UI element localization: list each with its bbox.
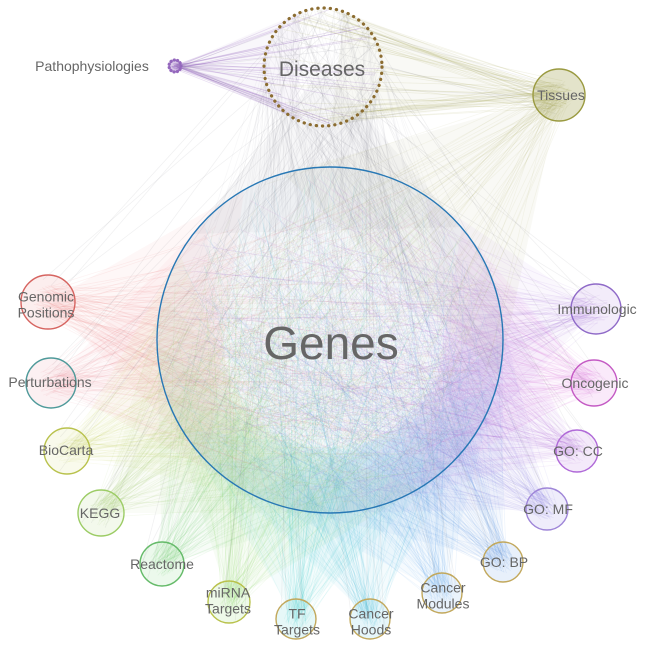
edge-lines — [33, 7, 616, 638]
wash-tissues-to-diseases — [330, 11, 559, 126]
node-diseases[interactable] — [262, 6, 384, 128]
node-reactome[interactable] — [139, 541, 185, 587]
node-tf-targets[interactable] — [275, 598, 317, 640]
node-genes[interactable] — [156, 166, 504, 514]
node-genomic-positions[interactable] — [20, 274, 76, 330]
wash-pathophysiologies-to-diseases — [175, 12, 300, 121]
wash-tissues-to-genes — [282, 95, 559, 377]
wash-go-cc-to-genes — [376, 263, 577, 507]
wash-perturbations-to-genes — [51, 221, 247, 492]
wash-immunologic-to-genes — [425, 195, 596, 459]
node-mirna-targets[interactable] — [207, 580, 251, 624]
wash-go-bp-to-genes — [287, 340, 503, 562]
node-go-cc[interactable] — [555, 429, 599, 473]
node-cancer-modules[interactable] — [421, 572, 463, 614]
node-go-bp[interactable] — [482, 541, 524, 583]
wash-tf-targets-to-genes — [181, 429, 453, 619]
edge-washes — [48, 11, 596, 619]
node-kegg[interactable] — [77, 489, 125, 537]
wash-mirna-targets-to-genes — [164, 390, 419, 602]
wash-oncogenic-to-genes — [419, 227, 594, 489]
wash-reactome-to-genes — [157, 343, 375, 564]
node-immunologic[interactable] — [570, 283, 622, 335]
wash-cancer-hoods-to-genes — [209, 425, 481, 619]
wash-genomic-positions-to-genes — [48, 189, 245, 463]
wash-go-mf-to-genes — [333, 300, 547, 513]
node-pathophysiologies[interactable] — [167, 58, 183, 74]
wash-diseases-to-genes — [193, 67, 462, 234]
wash-kegg-to-genes — [101, 292, 330, 513]
node-tissues[interactable] — [532, 68, 586, 122]
node-go-mf[interactable] — [525, 487, 569, 531]
wash-cancer-modules-to-genes — [250, 384, 498, 593]
node-cancer-hoods[interactable] — [349, 598, 391, 640]
node-perturbations[interactable] — [25, 357, 77, 409]
wash-biocarta-to-genes — [67, 253, 287, 508]
node-oncogenic[interactable] — [570, 359, 618, 407]
node-biocarta[interactable] — [43, 427, 91, 475]
node-circles — [20, 6, 622, 640]
